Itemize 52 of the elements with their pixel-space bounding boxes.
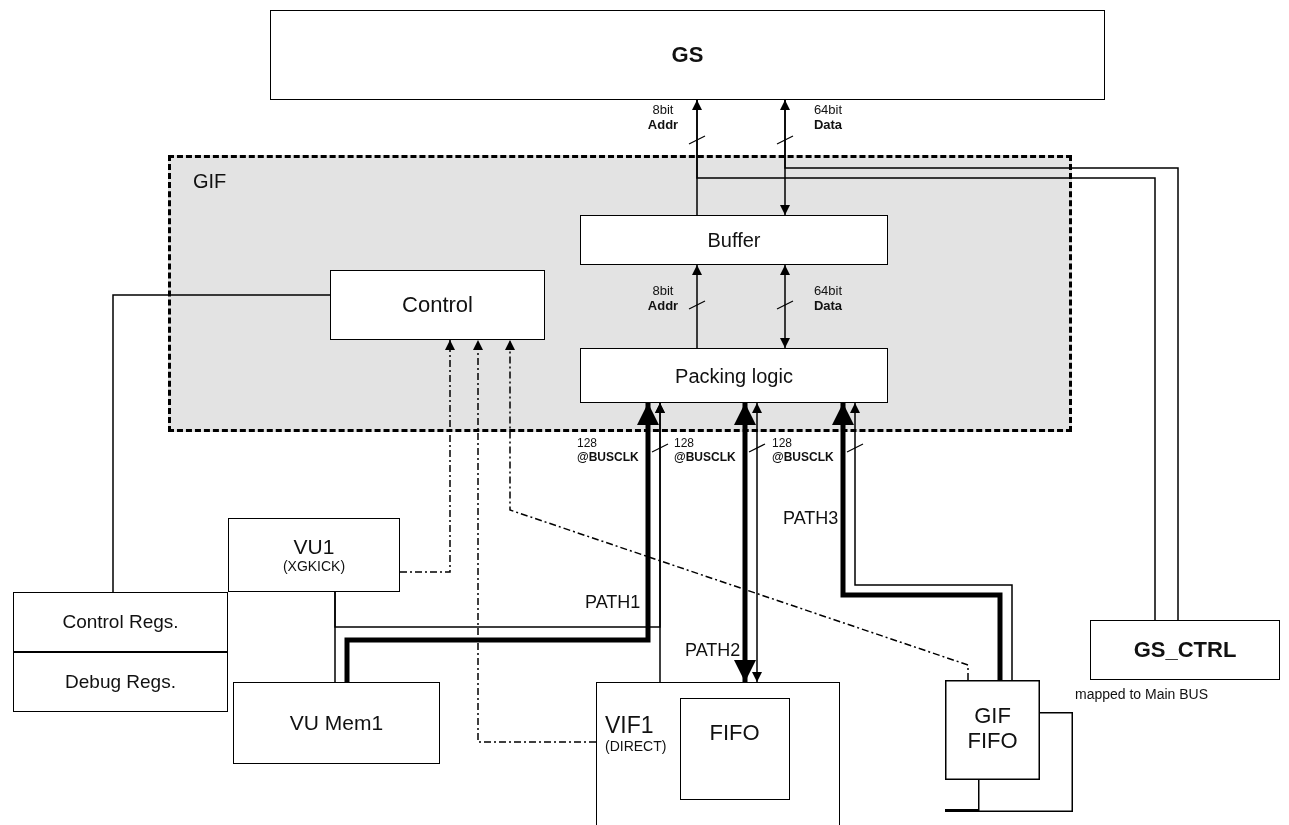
block-box: [596, 682, 840, 825]
block-label: VIF1: [605, 713, 654, 739]
edge-label: PATH2: [685, 640, 741, 661]
arrow: [692, 264, 702, 349]
block-label: Control: [402, 292, 473, 318]
block-sublabel: (DIRECT): [605, 738, 667, 756]
arrow: [780, 264, 790, 349]
bus-arrow: [734, 403, 756, 682]
block-caption: mapped to Main BUS: [1075, 686, 1209, 702]
block-label: VU Mem1: [289, 711, 384, 735]
block-label: Packing logic: [675, 364, 793, 387]
connector-line: [696, 99, 1156, 621]
bus-arrow: [344, 403, 659, 682]
bus-width-label: 128 @BUSCLK: [674, 437, 737, 465]
bus-width-label: 128 @BUSCLK: [772, 437, 835, 465]
block-box: [679, 697, 790, 800]
connector-line: [112, 294, 331, 593]
block-box: [580, 348, 888, 403]
block-box: [233, 682, 440, 764]
edge-label: 8bit Addr: [646, 103, 680, 133]
bus-width-label: 128 @BUSCLK: [577, 437, 640, 465]
block-label: GIF: [193, 170, 227, 192]
block-box: [13, 652, 228, 712]
block-box: [330, 270, 545, 340]
dashed-arrow: [399, 339, 455, 573]
block-label: GIF FIFO: [966, 704, 1019, 753]
block-box: [1090, 620, 1280, 680]
block-box: [228, 518, 400, 592]
block-label: GS: [671, 42, 704, 68]
block-box: [580, 215, 888, 265]
arrow: [752, 402, 762, 683]
bus-arrow: [832, 403, 1003, 680]
dashed-arrow: [505, 339, 969, 681]
block-label: FIFO: [709, 720, 760, 745]
block-label: Debug Regs.: [65, 671, 176, 693]
block-label: GS_CTRL: [1133, 637, 1237, 663]
block-box: [13, 592, 228, 652]
block-label: VU1: [293, 535, 335, 559]
edge-label: PATH1: [585, 592, 642, 613]
edge-label: 64bit Data: [812, 284, 844, 314]
edge-label: PATH3: [783, 508, 839, 529]
edge-label: 8bit Addr: [646, 284, 680, 314]
arrow: [655, 402, 665, 683]
block-box: [270, 10, 1105, 100]
connector-line: [784, 99, 1179, 621]
dashed-arrow: [473, 339, 597, 743]
block-region: [168, 155, 1072, 432]
arrow: [850, 402, 1013, 681]
block-label: Control Regs.: [62, 611, 179, 633]
edge-label: 64bit Data: [812, 103, 844, 133]
block-sublabel: (XGKICK): [282, 558, 346, 575]
block-label: Buffer: [707, 229, 761, 251]
